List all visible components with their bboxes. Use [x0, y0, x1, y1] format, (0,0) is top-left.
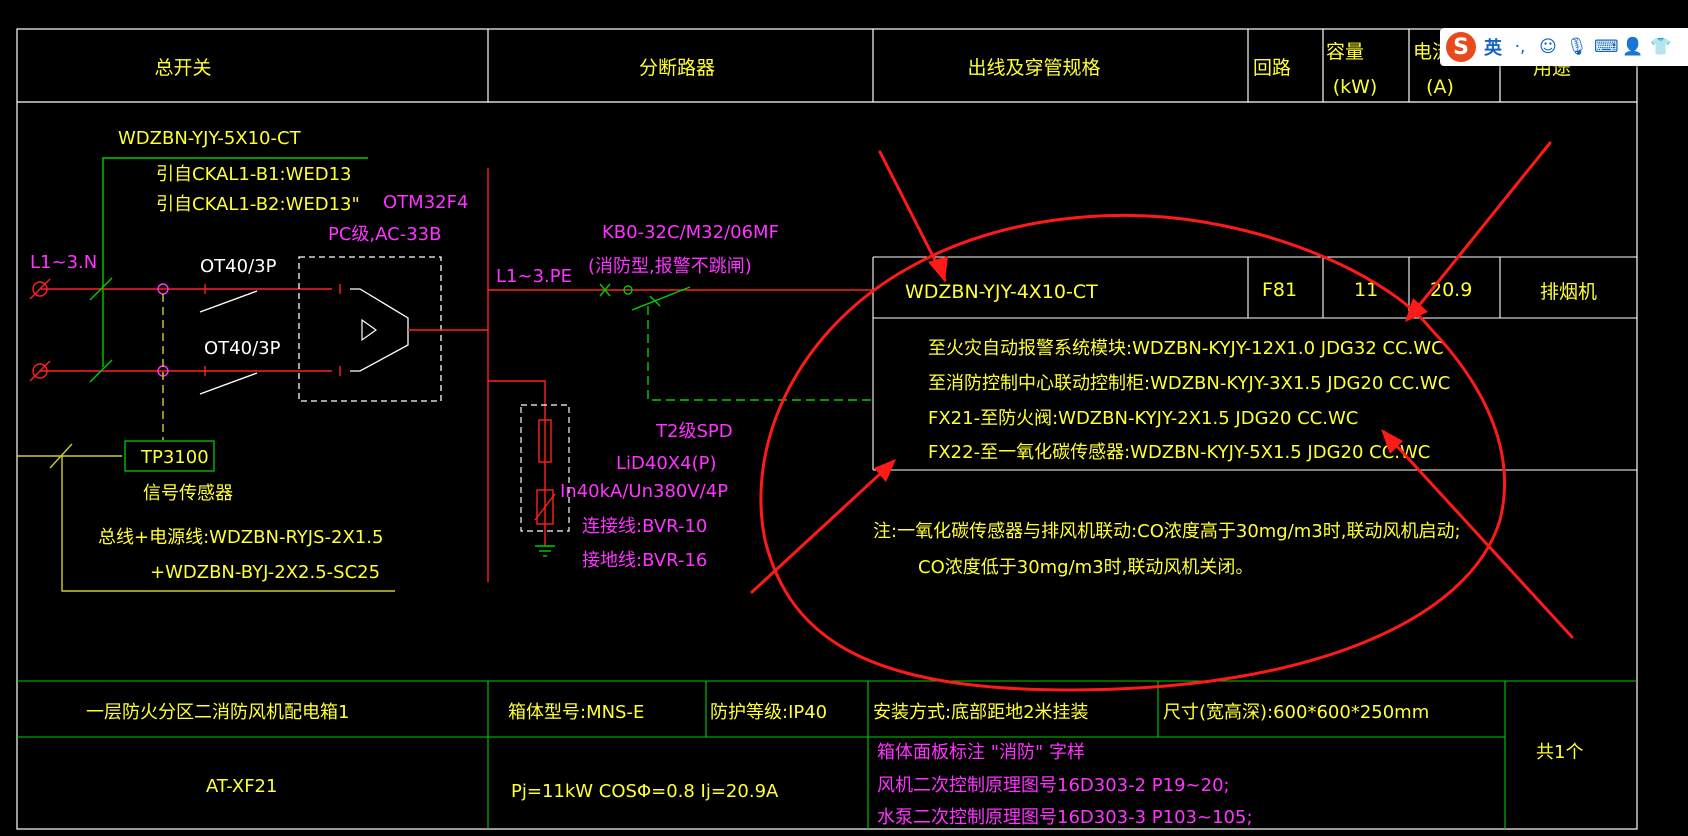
phase-in-label: L1~3.N	[30, 252, 97, 273]
remark-1: 箱体面板标注 "消防" 字样	[877, 742, 1085, 763]
sensor-box	[124, 440, 215, 472]
control-line-2: 至消防控制中心联动控制柜:WDZBN-KYJY-3X1.5 JDG20 CC.W…	[928, 373, 1450, 394]
feed-source-2: 引自CKAL1-B2:WED13"	[156, 194, 360, 215]
mic-icon[interactable]: 🎙	[1566, 37, 1588, 57]
header-circuit: 回路	[1253, 57, 1291, 79]
arrow-head-1	[928, 256, 948, 282]
quantity-label: 共1个	[1536, 742, 1583, 763]
keyboard-icon[interactable]: ⌨	[1594, 37, 1619, 57]
control-line-3: FX21-至防火阀:WDZBN-KYJY-2X1.5 JDG20 CC.WC	[928, 408, 1358, 429]
outgoing-current: 20.9	[1430, 279, 1472, 301]
atse-switch	[298, 256, 488, 402]
footer-table	[17, 680, 1637, 829]
outgoing-table	[872, 256, 1637, 471]
outgoing-cable: WDZBN-YJY-4X10-CT	[905, 281, 1098, 303]
arrow-shaft-2	[1407, 141, 1552, 320]
switch-1-label: OT40/3P	[200, 256, 277, 277]
sensor-box-label: TP3100	[140, 447, 209, 468]
arrow-shaft-4	[1382, 430, 1574, 639]
arrow-head-3	[874, 459, 896, 482]
header-breaker: 分断路器	[639, 57, 715, 79]
arrow-shaft-3	[750, 460, 895, 594]
header-capacity-unit: (kW)	[1333, 76, 1378, 98]
note-line-2: CO浓度低于30mg/m3时,联动风机关闭。	[918, 557, 1253, 578]
annotation-markup	[750, 141, 1574, 692]
box-dimensions: 尺寸(宽高深):600*600*250mm	[1163, 702, 1429, 723]
box-model: 箱体型号:MNS-E	[508, 702, 644, 723]
control-line-4: FX22-至一氧化碳传感器:WDZBN-KYJY-5X1.5 JDG20 CC.…	[928, 442, 1430, 463]
protection-class: 防护等级:IP40	[710, 702, 827, 723]
ime-language-toggle[interactable]: 英	[1484, 38, 1502, 59]
user-icon[interactable]: 👤	[1622, 37, 1644, 57]
bus-phase-label: L1~3.PE	[496, 266, 572, 287]
emoji-icon[interactable]: ☺	[1539, 37, 1557, 57]
switch-2-label: OT40/3P	[204, 338, 281, 359]
control-line-1: 至火灾自动报警系统模块:WDZBN-KYJY-12X1.0 JDG32 CC.W…	[928, 338, 1444, 359]
connect-wire-label: 连接线:BVR-10	[582, 516, 707, 537]
outgoing-circuit: F81	[1262, 279, 1297, 301]
ground-wire-label: 接地线:BVR-16	[582, 550, 707, 571]
panel-code: AT-XF21	[206, 776, 277, 797]
header-capacity-label: 容量	[1326, 41, 1364, 63]
arrow-head-4	[1381, 429, 1403, 454]
remark-3: 水泵二次控制原理图号16D303-3 P103~105;	[877, 807, 1253, 828]
arrow-shaft-1	[878, 150, 947, 282]
spd-rating-label: In40kA/Un380V/4P	[560, 481, 728, 502]
outgoing-usage: 排烟机	[1540, 281, 1597, 303]
note-line-1: 注:一氧化碳传感器与排风机联动:CO浓度高于30mg/m3时,联动风机启动;	[873, 521, 1461, 542]
header-cable-spec: 出线及穿管规格	[967, 57, 1100, 79]
ime-logo-icon[interactable]: S	[1446, 32, 1476, 62]
spd-class-label: T2级SPD	[655, 421, 733, 442]
remark-2: 风机二次控制原理图号16D303-2 P19~20;	[877, 775, 1230, 796]
outgoing-capacity: 11	[1354, 279, 1378, 301]
breaker-note-label: (消防型,报警不跳闸)	[588, 256, 752, 277]
atse-class-label: PC级,AC-33B	[328, 224, 441, 245]
atse-model-label: OTM32F4	[383, 192, 468, 213]
power-calc: Pj=11kW COSΦ=0.8 Ij=20.9A	[511, 781, 779, 802]
spd-model-label: LiD40X4(P)	[616, 453, 716, 474]
skin-icon[interactable]: 👕	[1650, 37, 1672, 57]
bus-cable-1: 总线+电源线:WDZBN-RYJS-2X1.5	[98, 527, 383, 548]
feed-source-1: 引自CKAL1-B1:WED13	[156, 164, 352, 185]
bus-wiring	[487, 168, 873, 582]
incoming-wiring	[17, 157, 395, 592]
bus-cable-2: +WDZBN-BYJ-2X2.5-SC25	[150, 562, 380, 583]
table-frame	[16, 28, 1638, 830]
install-method: 安装方式:底部距地2米挂装	[873, 702, 1089, 723]
highlight-circle	[759, 214, 1506, 692]
header-main-switch: 总开关	[154, 57, 211, 79]
punctuation-icon[interactable]: ·,	[1514, 37, 1526, 57]
sensor-label: 信号传感器	[143, 483, 233, 504]
panel-name: 一层防火分区二消防风机配电箱1	[86, 702, 349, 723]
ime-toolbar[interactable]: S 英 ·, ☺ 🎙 ⌨ 👤 👕	[1440, 28, 1688, 66]
feed-cable-label: WDZBN-YJY-5X10-CT	[118, 128, 302, 149]
breaker-model-label: KB0-32C/M32/06MF	[602, 222, 779, 243]
arrow-head-2	[1405, 298, 1428, 322]
header-current-unit: (A)	[1426, 76, 1454, 98]
